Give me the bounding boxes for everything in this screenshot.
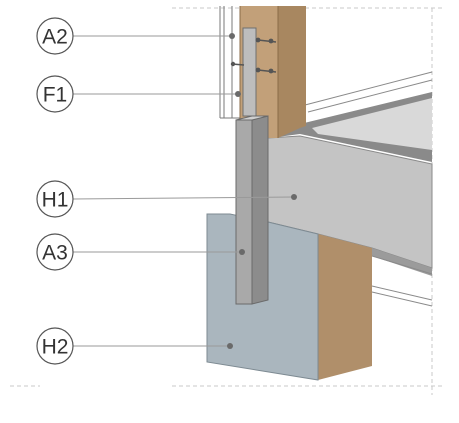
bolt-head-icon — [268, 68, 274, 74]
callout-circle — [36, 75, 74, 113]
steel-plate — [242, 27, 257, 117]
steel-post-top — [235, 115, 269, 121]
callout-label-a3: A3 — [42, 242, 68, 265]
timber-post-side — [278, 6, 306, 138]
steel-post-front — [235, 119, 253, 305]
callout-label-h2: H2 — [42, 336, 69, 359]
wall-lines-lower — [371, 255, 433, 307]
window-frame — [219, 6, 240, 119]
bolt-head-icon — [255, 37, 261, 43]
wall-lines-upper — [304, 71, 433, 113]
callout-h1: H1 — [36, 180, 74, 218]
leader-dot-f1 — [235, 91, 241, 97]
callout-h2: H2 — [36, 327, 74, 365]
slab-top-inner — [312, 98, 432, 150]
leader-dots — [227, 33, 297, 349]
callout-circle — [36, 327, 74, 365]
leader-line-h1 — [72, 196, 295, 200]
leader-lines — [72, 35, 295, 347]
wall-line — [371, 285, 433, 301]
bolt-head-icon — [255, 67, 261, 73]
callout-label-f1: F1 — [43, 84, 68, 107]
leader-dot-h2 — [227, 343, 233, 349]
callout-circle — [36, 17, 74, 55]
steel-post-side — [251, 115, 269, 305]
wall-line — [371, 255, 433, 275]
callout-label-a2: A2 — [42, 26, 68, 49]
leader-dot-a2 — [229, 33, 235, 39]
wall-line — [304, 71, 433, 106]
callout-f1: F1 — [36, 75, 74, 113]
bolt-head-icon — [230, 61, 236, 67]
callout-a3: A3 — [36, 233, 74, 271]
callout-label-h1: H1 — [42, 189, 69, 212]
leader-dot-a3 — [239, 249, 245, 255]
callout-circle — [36, 233, 74, 271]
wall-line — [307, 79, 433, 113]
footing-side-face — [318, 234, 372, 380]
bolt-head-icon — [268, 38, 274, 44]
callout-circle — [36, 180, 74, 218]
bolts — [230, 37, 277, 74]
wall-line — [371, 291, 433, 307]
callout-a2: A2 — [36, 17, 74, 55]
leader-dot-h1 — [291, 194, 297, 200]
